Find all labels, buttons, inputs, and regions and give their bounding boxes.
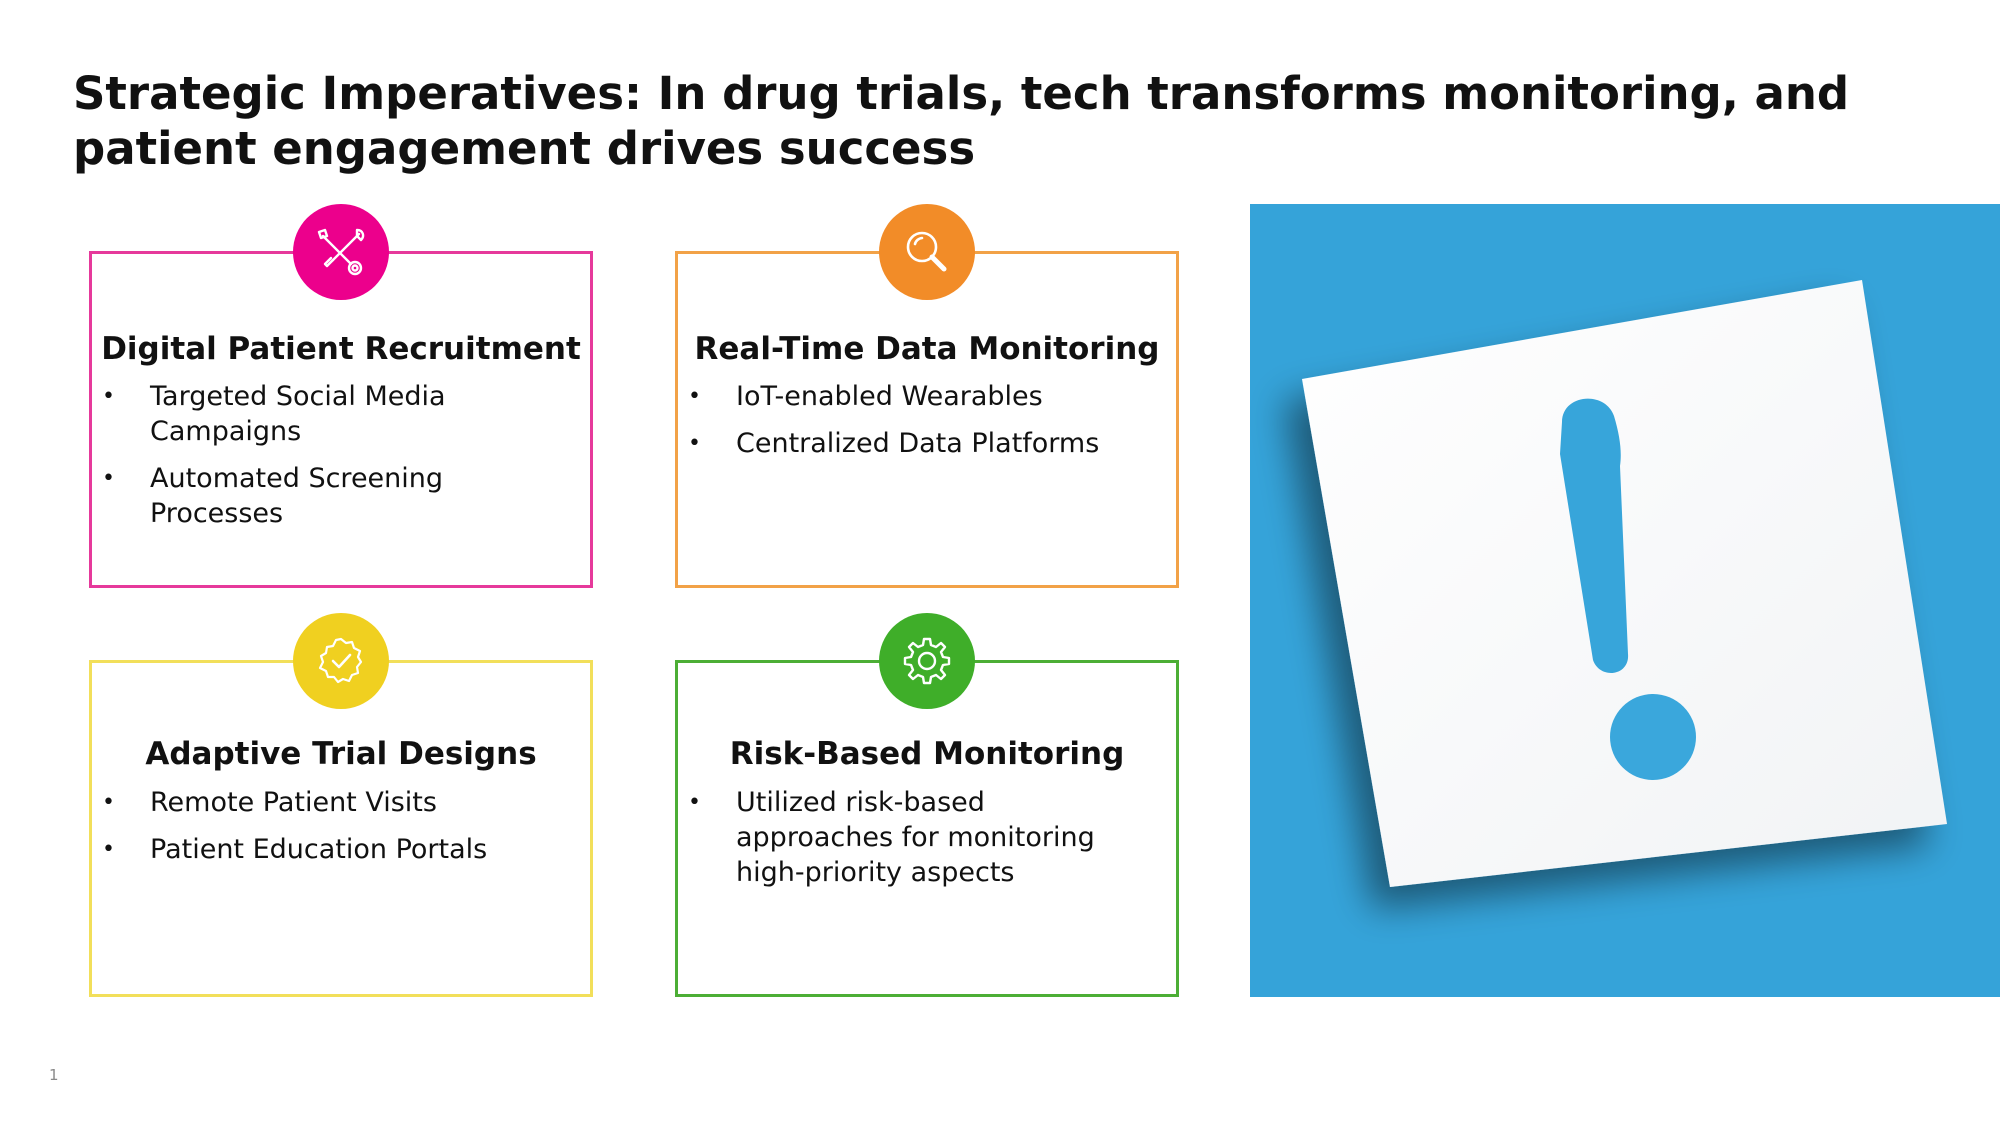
exclamation-mark-image <box>1250 204 2000 997</box>
card-digital-patient-recruitment: Digital Patient Recruitment •Targeted So… <box>89 251 593 588</box>
card-heading: Digital Patient Recruitment <box>101 331 581 367</box>
bullet-list: •IoT-enabled Wearables •Centralized Data… <box>678 379 1158 473</box>
list-item: •Utilized risk-based approaches for moni… <box>688 787 1095 888</box>
bullet-icon: • <box>688 384 701 409</box>
list-item: •Remote Patient Visits <box>102 787 437 818</box>
card-adaptive-trial-designs: Adaptive Trial Designs •Remote Patient V… <box>89 660 593 997</box>
card-heading: Adaptive Trial Designs <box>145 736 537 772</box>
list-item: •Automated Screening Processes <box>102 463 444 529</box>
bullet-icon: • <box>102 837 115 862</box>
card-real-time-data-monitoring: Real-Time Data Monitoring •IoT-enabled W… <box>675 251 1179 588</box>
slide-title: Strategic Imperatives: In drug trials, t… <box>73 67 1850 175</box>
bullet-list: •Remote Patient Visits •Patient Educatio… <box>92 785 572 879</box>
page-number: 1 <box>49 1066 59 1084</box>
card-risk-based-monitoring: Risk-Based Monitoring •Utilized risk-bas… <box>675 660 1179 997</box>
bullet-icon: • <box>102 790 115 815</box>
list-item: •Centralized Data Platforms <box>688 428 1100 459</box>
list-item: •Patient Education Portals <box>102 834 488 865</box>
tools-icon <box>293 204 389 300</box>
bullet-icon: • <box>102 384 115 409</box>
gear-icon <box>879 613 975 709</box>
bullet-icon: • <box>688 790 701 815</box>
magnifier-icon <box>879 204 975 300</box>
bullet-icon: • <box>688 431 701 456</box>
list-item: •Targeted Social Media Campaigns <box>102 381 446 447</box>
bullet-list: •Utilized risk-based approaches for moni… <box>678 785 1118 902</box>
bullet-icon: • <box>102 466 115 491</box>
bullet-list: •Targeted Social Media Campaigns •Automa… <box>92 379 572 543</box>
card-heading: Risk-Based Monitoring <box>729 736 1125 772</box>
card-heading: Real-Time Data Monitoring <box>694 331 1160 367</box>
badge-check-icon <box>293 613 389 709</box>
list-item: •IoT-enabled Wearables <box>688 381 1043 412</box>
exclamation-mark-paper-icon <box>1250 204 2000 997</box>
